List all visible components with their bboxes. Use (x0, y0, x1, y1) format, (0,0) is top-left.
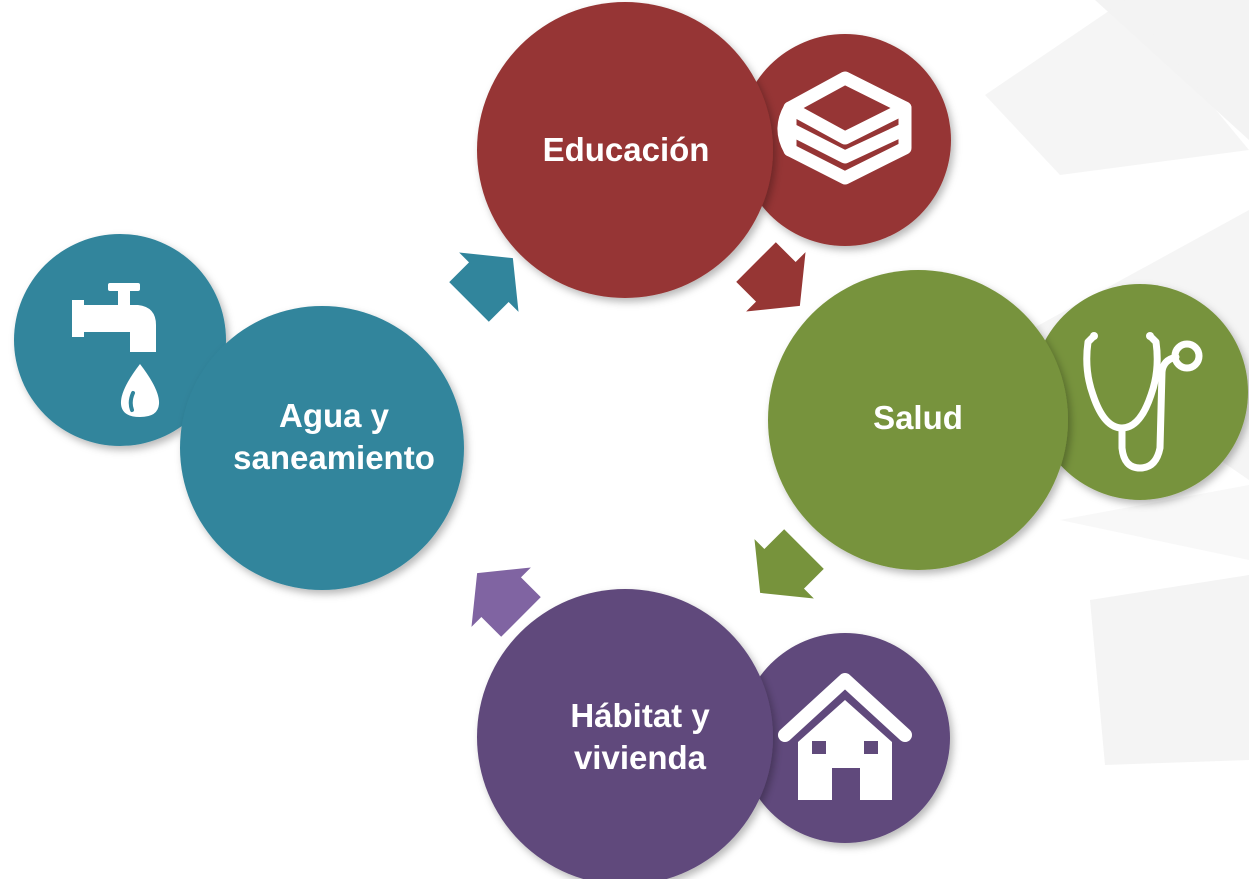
agua-label-line-2: saneamiento (233, 439, 435, 476)
arrow-salud-to-habitat (754, 529, 824, 599)
agua-label-line-1: Agua y (278, 397, 390, 434)
salud-main-circle (768, 270, 1068, 570)
habitat-main-circle (477, 589, 773, 879)
agua-icon-circle (14, 234, 226, 446)
node-salud (768, 270, 1248, 570)
arrow-shape (449, 252, 519, 322)
salud-label: Salud (873, 397, 963, 439)
habitat-label-line-2: vivienda (573, 739, 707, 776)
node-habitat (477, 589, 950, 879)
stethoscope-tip-left (1090, 332, 1098, 340)
habitat-label-line-1: Hábitat y (570, 697, 710, 734)
water-tap-icon (72, 283, 160, 417)
salud-icon-circle (1032, 284, 1248, 500)
arrow-habitat-to-agua (471, 567, 541, 637)
house-icon (778, 673, 912, 800)
arrow-agua-to-educacion (449, 252, 519, 322)
stethoscope-tip-right (1146, 332, 1154, 340)
educacion-label: Educación (543, 129, 710, 171)
stethoscope-icon (1083, 334, 1203, 472)
arrow-shape (754, 529, 824, 599)
node-educacion (477, 2, 951, 298)
arrow-shape (736, 242, 806, 312)
educacion-main-circle (477, 2, 773, 298)
arrow-educacion-to-salud (736, 242, 806, 312)
node-agua (14, 234, 464, 590)
arrow-shape (471, 567, 541, 637)
agua-main-circle (180, 306, 464, 590)
salud-label-text: Salud (873, 399, 963, 436)
educacion-label-text: Educación (542, 131, 710, 168)
books-icon (777, 71, 912, 185)
habitat-label: Hábitat y vivienda (570, 695, 709, 779)
agua-label: Agua y saneamiento (233, 395, 435, 479)
